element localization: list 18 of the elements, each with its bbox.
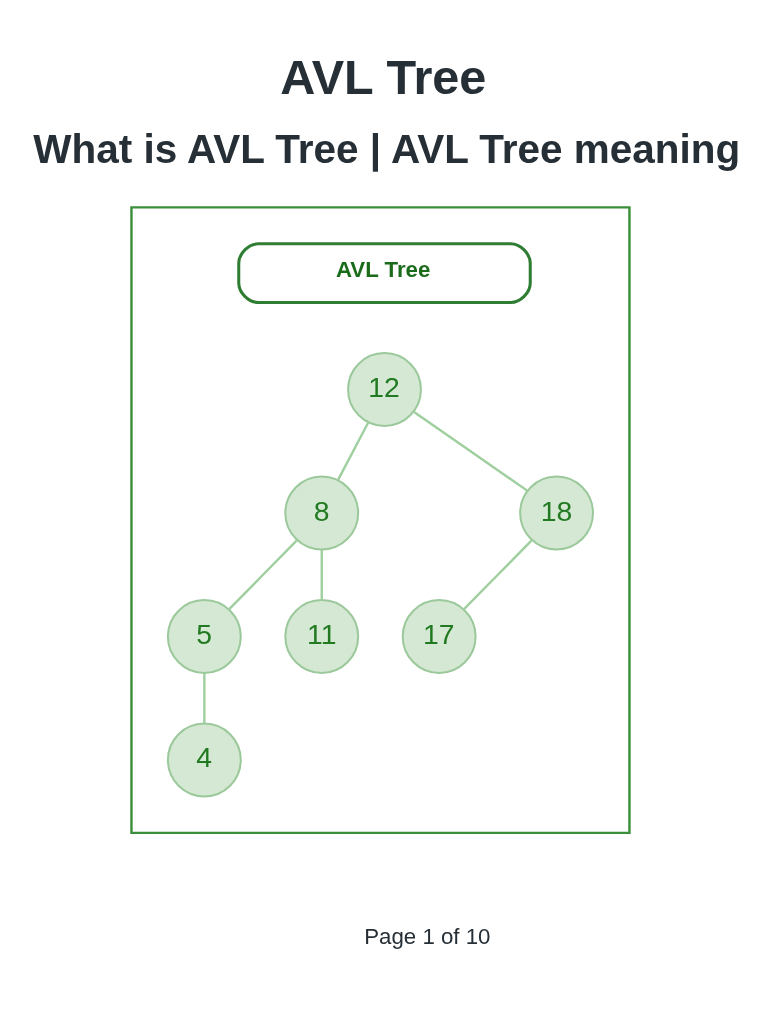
node-circle: 11	[283, 599, 359, 674]
node-circle: 4	[166, 722, 242, 798]
node-circle: 12	[346, 352, 422, 427]
connector	[320, 549, 323, 600]
node-box: AVL Tree	[236, 242, 532, 304]
connector	[202, 673, 206, 724]
label: What is AVL Tree | AVL Tree meaning	[32, 125, 740, 172]
node-circle: 8	[283, 475, 359, 551]
connector	[462, 539, 533, 611]
cluster	[129, 206, 631, 835]
connector	[412, 410, 528, 492]
diagram-title: AVL Tree	[279, 50, 486, 105]
connector	[336, 421, 369, 481]
node-circle: 18	[518, 475, 594, 551]
connector	[227, 539, 298, 611]
node-circle: 17	[401, 599, 477, 674]
label: Page 1 of 10	[363, 923, 490, 949]
node-circle: 5	[166, 599, 242, 674]
